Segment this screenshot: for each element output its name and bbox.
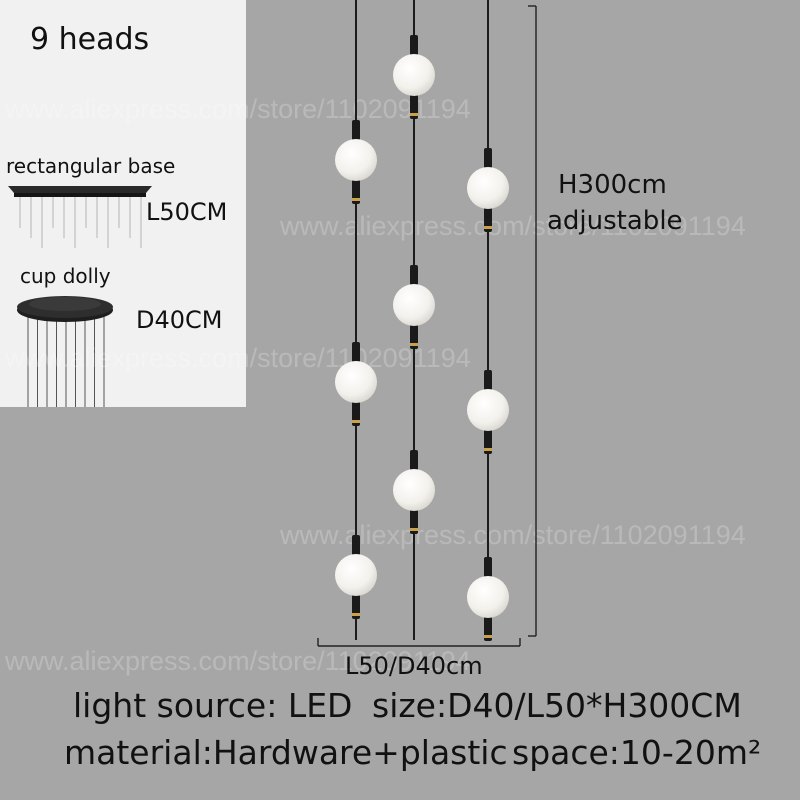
gold-ring [484, 448, 492, 451]
rectangular-base-label: rectangular base [6, 154, 176, 178]
gold-ring [484, 635, 492, 638]
pendant-rod [352, 342, 360, 366]
width-label: L50/D40cm [345, 652, 483, 680]
base-options-panel: 9 heads rectangular base L50CM cup dolly… [0, 0, 246, 407]
light-source-spec: light source: LED [73, 686, 353, 725]
watermark: www.aliexpress.com/store/1102091194 [280, 211, 746, 241]
pendant-rod [352, 535, 360, 559]
watermark: www.aliexpress.com/store/1102091194 [5, 646, 471, 676]
globe-shade [467, 389, 509, 431]
globe-shade [393, 469, 435, 511]
pendant-rod [352, 174, 360, 204]
size-spec: size:D40/L50*H300CM [372, 686, 742, 725]
gold-ring [410, 343, 418, 346]
watermark: www.aliexpress.com/store/1102091194 [5, 343, 471, 373]
cup-dolly-label: cup dolly [20, 264, 111, 288]
globe-shade [467, 576, 509, 618]
rectangular-base-size: L50CM [146, 198, 228, 226]
pendant-rod [410, 504, 418, 534]
material-spec: material:Hardware+plastic [64, 733, 508, 772]
globe-shade [335, 361, 377, 403]
gold-ring [352, 420, 360, 423]
pendant-rod [484, 424, 492, 454]
pendant-rod [352, 396, 360, 426]
space-spec: space:10-20m² [512, 733, 762, 772]
height-label: H300cm [558, 170, 667, 200]
gold-ring [410, 113, 418, 116]
pendant-rod [352, 589, 360, 619]
gold-ring [352, 198, 360, 201]
pendant-rod [352, 120, 360, 144]
cup-dolly-size: D40CM [136, 306, 223, 334]
pendant-rod [484, 557, 492, 581]
adjustable-label: adjustable [547, 206, 683, 236]
gold-ring [484, 226, 492, 229]
pendant-rod [410, 89, 418, 119]
pendant-rod [410, 265, 418, 289]
globe-shade [393, 284, 435, 326]
heads-count-label: 9 heads [30, 22, 150, 57]
globe-shade [393, 54, 435, 96]
pendant-rod [484, 370, 492, 394]
pendant-rod [410, 319, 418, 349]
globe-shade [335, 139, 377, 181]
pendant-rod [484, 148, 492, 172]
width-dimension-line [317, 638, 521, 647]
pendant-rod [484, 202, 492, 232]
watermark: www.aliexpress.com/store/1102091194 [5, 94, 471, 124]
pendant-rod [484, 611, 492, 641]
pendant-rod [410, 35, 418, 59]
height-dimension-line [528, 5, 537, 637]
pendant-rod [410, 450, 418, 474]
globe-shade [467, 167, 509, 209]
globe-shade [335, 554, 377, 596]
rectangular-base-illustration [8, 186, 152, 407]
gold-ring [410, 528, 418, 531]
gold-ring [352, 613, 360, 616]
